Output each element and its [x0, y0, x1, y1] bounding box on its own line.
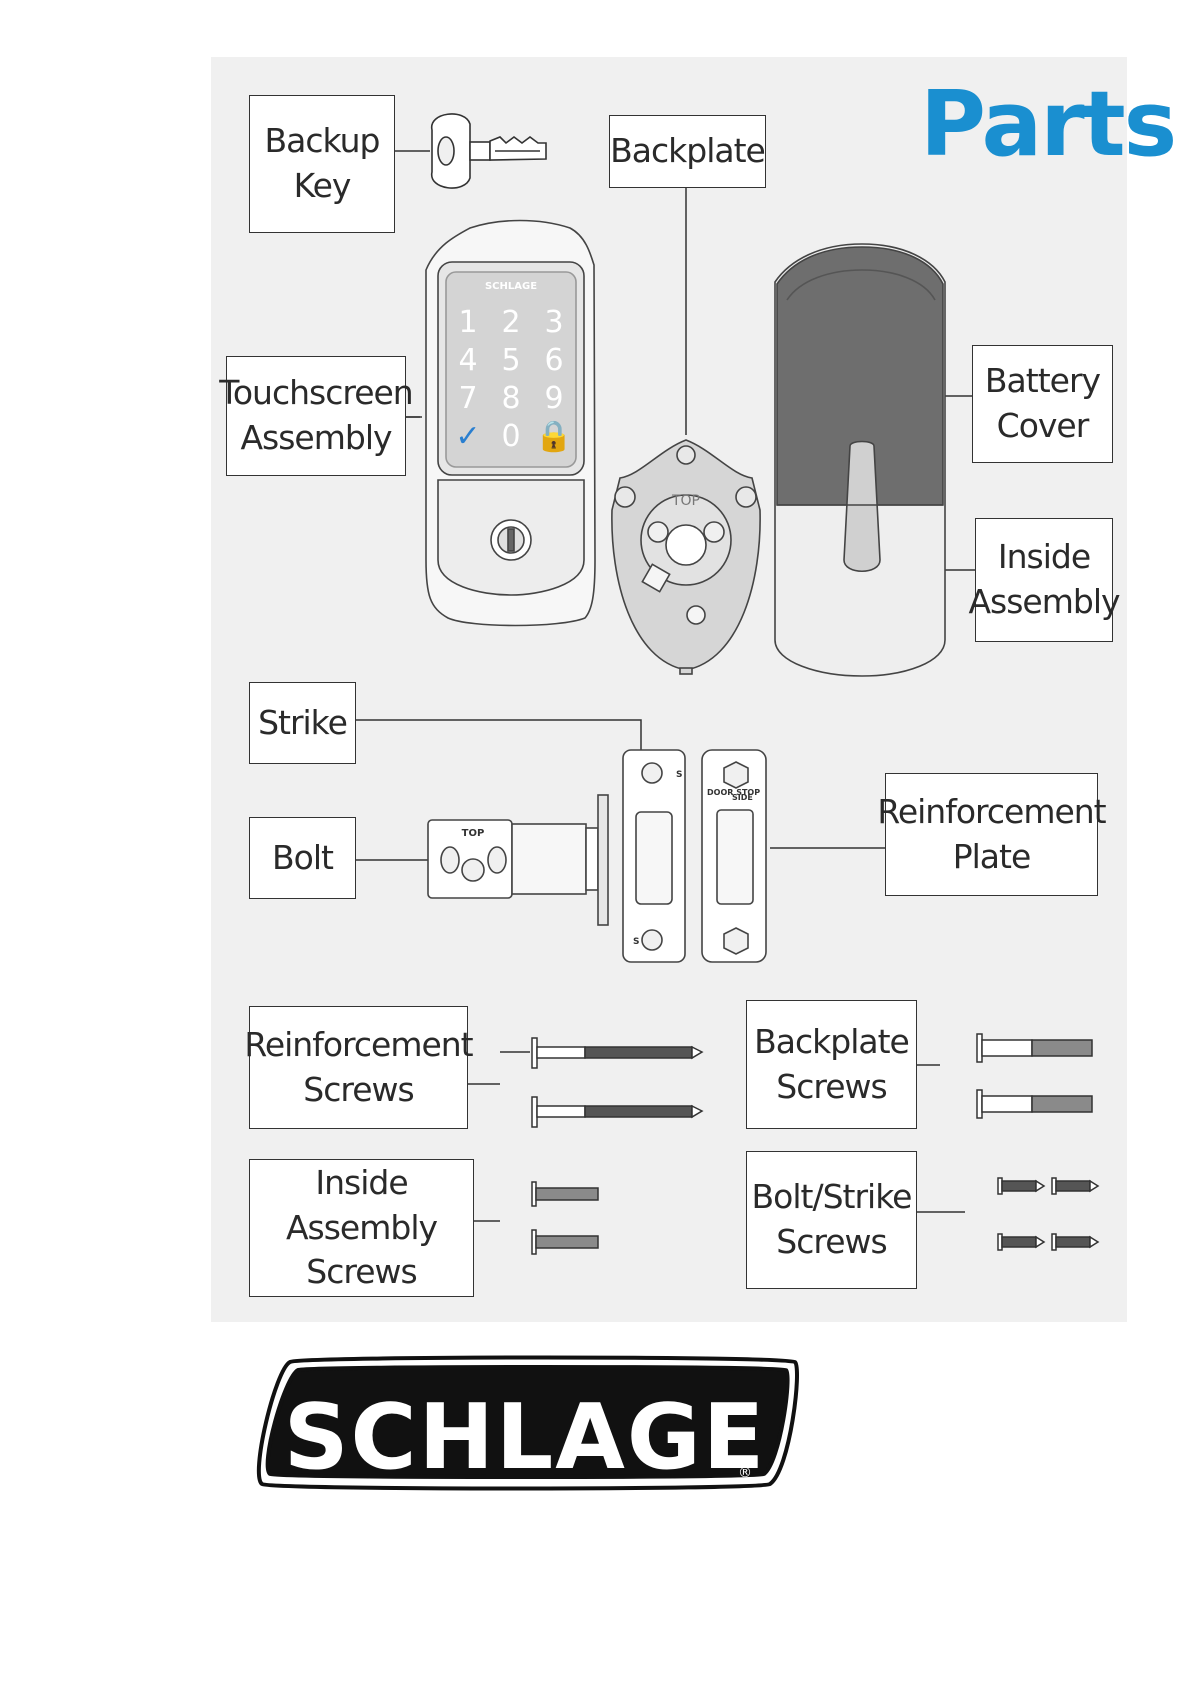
keypad-key: 6	[544, 343, 563, 378]
keypad-key: 0	[501, 419, 520, 454]
keypad-key: 7	[458, 381, 477, 416]
keypad-key: 9	[544, 381, 563, 416]
label-reinforcement-screws: Reinforcement Screws	[249, 1006, 468, 1129]
bolt-top-marking: TOP	[462, 828, 485, 839]
label-reinforcement-plate: Reinforcement Plate	[885, 773, 1098, 896]
label-bolt-strike-screws: Bolt/Strike Screws	[746, 1151, 917, 1289]
keypad-key: 🔒	[535, 419, 572, 454]
label-backup-key: Backup Key	[249, 95, 395, 233]
label-strike: Strike	[249, 682, 356, 764]
backplate-top-marking: TOP	[671, 493, 700, 509]
label-battery-cover: Battery Cover	[972, 345, 1113, 463]
keypad-key: 4	[458, 343, 477, 378]
label-backplate-screws: Backplate Screws	[746, 1000, 917, 1129]
label-inside-assembly-screws: Inside Assembly Screws	[249, 1159, 474, 1297]
keypad-key: 3	[544, 305, 563, 340]
keypad-key: 8	[501, 381, 520, 416]
label-backplate: Backplate	[609, 115, 766, 188]
label-bolt: Bolt	[249, 817, 356, 899]
keypad-key: 1	[458, 305, 477, 340]
logo-wordmark: SCHLAGE	[265, 1393, 785, 1483]
reinforcement-side: SIDE	[732, 793, 753, 802]
strike-marking-bottom: S	[633, 937, 639, 947]
keypad-brand: SCHLAGE	[485, 281, 537, 292]
keypad-key: 2	[501, 305, 520, 340]
label-inside-assembly: Inside Assembly	[975, 518, 1113, 642]
label-touchscreen-assembly: Touchscreen Assembly	[226, 356, 406, 476]
keypad-key: ✓	[455, 419, 480, 454]
strike-marking-top: S	[676, 770, 682, 780]
keypad-key: 5	[501, 343, 520, 378]
